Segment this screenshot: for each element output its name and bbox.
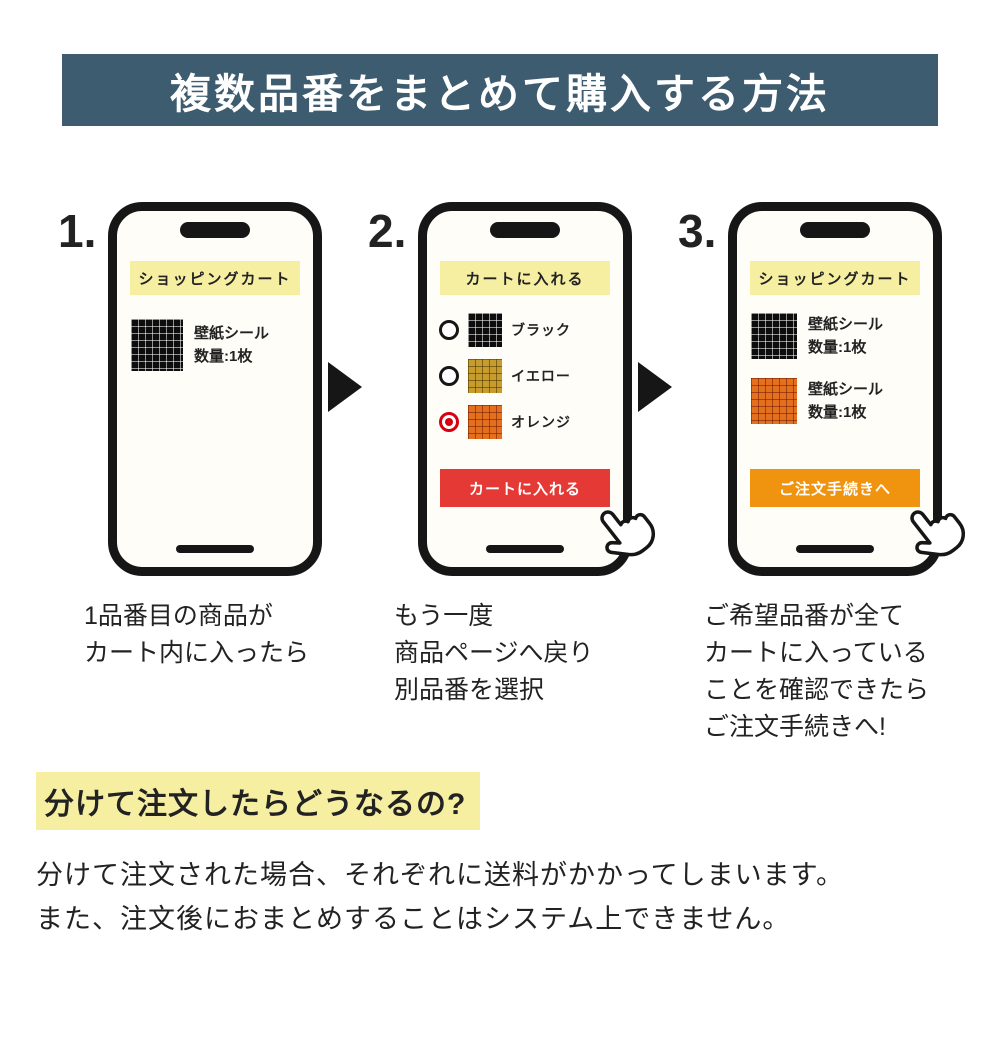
color-option-orange[interactable]: オレンジ bbox=[427, 399, 623, 445]
yellow-swatch bbox=[468, 359, 502, 393]
product-name: 壁紙シール bbox=[808, 316, 884, 333]
hand-cursor-icon bbox=[910, 510, 966, 557]
step-2-caption: もう一度 商品ページへ戻り 別品番を選択 bbox=[368, 598, 632, 709]
phone-home-indicator bbox=[486, 545, 564, 553]
color-option-black[interactable]: ブラック bbox=[427, 307, 623, 353]
caption-line: 商品ページへ戻り bbox=[394, 639, 594, 667]
caption-line: もう一度 bbox=[394, 602, 494, 630]
cart-item: 壁紙シール 数量:1枚 bbox=[737, 313, 933, 360]
phone-home-indicator bbox=[176, 545, 254, 553]
page-title: 複数品番をまとめて購入する方法 bbox=[62, 54, 938, 126]
color-options: ブラック イエロー オレンジ bbox=[427, 307, 623, 445]
caption-line: 別品番を選択 bbox=[394, 676, 545, 704]
option-label: ブラック bbox=[511, 322, 571, 338]
step-1-caption: 1品番目の商品が カート内に入ったら bbox=[58, 598, 322, 672]
orange-swatch bbox=[751, 377, 797, 424]
cart-banner: ショッピングカート bbox=[750, 261, 920, 295]
color-option-yellow[interactable]: イエロー bbox=[427, 353, 623, 399]
option-label: イエロー bbox=[511, 368, 571, 384]
caption-line: ご注文手続きへ! bbox=[704, 713, 886, 741]
product-name: 壁紙シール bbox=[808, 380, 884, 398]
phone-notch bbox=[490, 222, 560, 238]
black-swatch bbox=[468, 313, 502, 347]
phone-mockup-1: ショッピングカート 壁紙シール 数量:1枚 bbox=[108, 202, 322, 576]
cart-item: 壁紙シール 数量:1枚 bbox=[737, 377, 933, 425]
cart-item: 壁紙シール 数量:1枚 bbox=[117, 319, 313, 371]
product-name: 壁紙シール bbox=[194, 324, 270, 342]
option-label: オレンジ bbox=[511, 414, 571, 430]
note-line: 分けて注文された場合、それぞれに送料がかかってしまいます。 bbox=[36, 860, 844, 890]
caption-line: ご希望品番が全て bbox=[704, 602, 905, 630]
phone-mockup-2: カートに入れる ブラック イエロー オレンジ カートに入れる bbox=[418, 202, 656, 576]
product-qty: 数量:1枚 bbox=[808, 339, 867, 357]
step-3-number: 3. bbox=[678, 205, 717, 257]
orange-swatch bbox=[468, 405, 502, 439]
radio-unselected-icon[interactable] bbox=[439, 320, 459, 340]
caption-line: カートに入っている bbox=[704, 639, 928, 667]
arrow-right-icon bbox=[638, 362, 672, 412]
phone-notch bbox=[180, 222, 250, 238]
add-to-cart-button[interactable]: カートに入れる bbox=[440, 469, 610, 507]
phone-notch bbox=[800, 222, 870, 238]
black-swatch bbox=[131, 319, 183, 371]
step-3: 3. ショッピングカート 壁紙シール 数量:1枚 壁紙シール 数量:1枚 ご注文… bbox=[678, 202, 966, 746]
caption-line: カート内に入ったら bbox=[84, 639, 310, 667]
radio-unselected-icon[interactable] bbox=[439, 366, 459, 386]
add-to-cart-banner: カートに入れる bbox=[440, 261, 610, 295]
arrow-right-icon bbox=[328, 362, 362, 412]
phone-mockup-3: ショッピングカート 壁紙シール 数量:1枚 壁紙シール 数量:1枚 ご注文手続き… bbox=[728, 202, 966, 576]
checkout-button[interactable]: ご注文手続きへ bbox=[750, 469, 920, 507]
phone-home-indicator bbox=[796, 545, 874, 553]
caption-line: ことを確認できたら bbox=[704, 676, 930, 704]
radio-selected-icon[interactable] bbox=[439, 412, 459, 432]
note-body: 分けて注文された場合、それぞれに送料がかかってしまいます。 また、注文後におまと… bbox=[36, 854, 964, 941]
step-1: 1. ショッピングカート 壁紙シール 数量:1枚 1品番目の商品が カート内に入… bbox=[58, 202, 322, 672]
step-2-number: 2. bbox=[368, 205, 407, 257]
step-3-caption: ご希望品番が全て カートに入っている ことを確認できたら ご注文手続きへ! bbox=[678, 598, 942, 746]
steps-row: 1. ショッピングカート 壁紙シール 数量:1枚 1品番目の商品が カート内に入… bbox=[0, 202, 1000, 746]
note-heading: 分けて注文したらどうなるの? bbox=[36, 772, 481, 830]
step-1-number: 1. bbox=[58, 205, 97, 257]
product-qty: 数量:1枚 bbox=[194, 348, 253, 365]
note-section: 分けて注文したらどうなるの? 分けて注文された場合、それぞれに送料がかかってしま… bbox=[36, 772, 964, 941]
cart-banner: ショッピングカート bbox=[130, 261, 300, 295]
product-qty: 数量:1枚 bbox=[808, 403, 867, 421]
black-swatch bbox=[751, 313, 797, 360]
caption-line: 1品番目の商品が bbox=[84, 602, 273, 630]
hand-cursor-icon bbox=[600, 510, 656, 557]
step-2: 2. カートに入れる ブラック イエロー オレンジ bbox=[368, 202, 656, 709]
note-line: また、注文後におまとめすることはシステム上できません。 bbox=[36, 903, 791, 934]
